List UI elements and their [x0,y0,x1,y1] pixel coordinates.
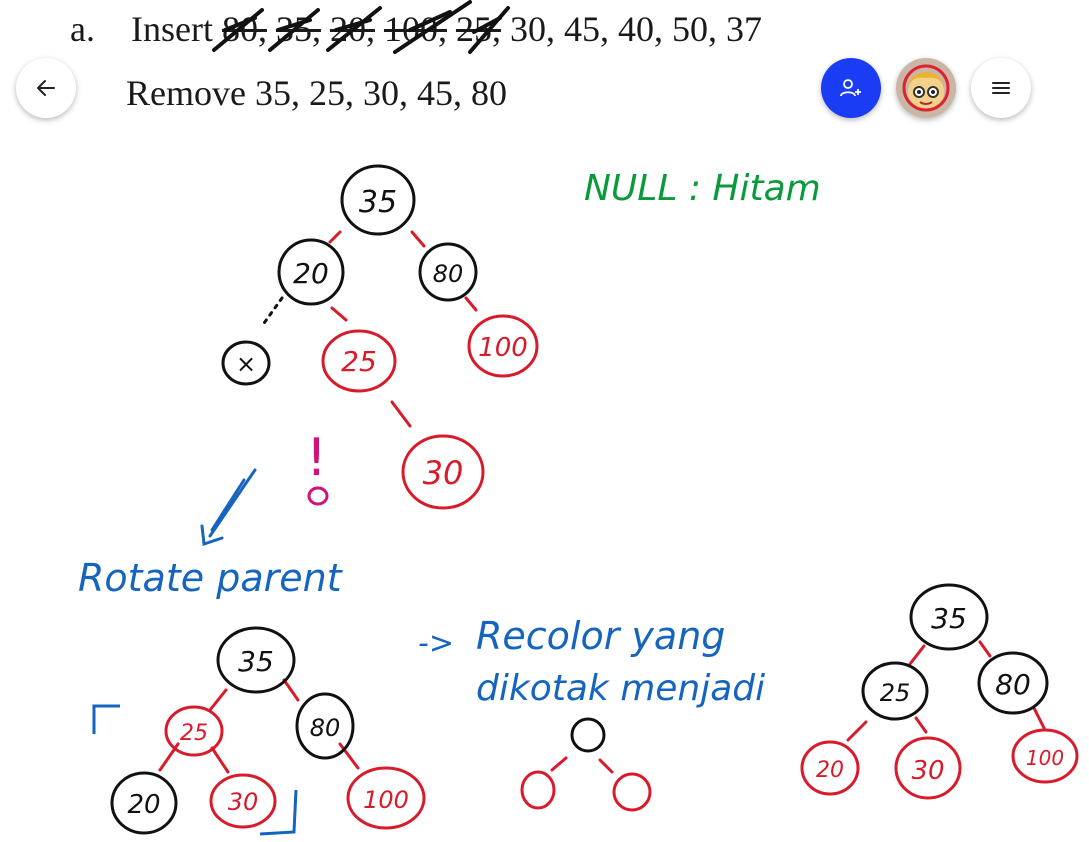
insert-prefix: Insert [130,9,213,49]
tree-node [570,717,606,753]
tree-node [977,651,1049,715]
menu-button[interactable] [971,58,1031,118]
tree-node-value: 25 [341,345,377,378]
edge [598,758,614,774]
tree-node-value: 30 [228,788,259,816]
corner-mark [92,704,120,734]
tree-node-value: 30 [911,756,944,786]
tree-node [221,340,271,386]
person-add-icon [840,79,861,97]
tree-node [520,770,556,810]
edge [328,230,342,244]
tree-node [800,740,860,796]
tree-node-value: 20 [293,257,329,290]
edge [330,306,348,322]
arrow-left-icon [37,80,55,96]
recolor-arrow: -> [418,626,454,661]
tree-node-value: 80 [310,714,341,742]
tree-node [110,771,178,835]
tree-node-value: 20 [127,790,160,820]
tree-node-value: 80 [995,668,1031,701]
tree-node-value: 100 [363,786,409,814]
avatar-image [896,58,956,118]
tree-node [340,164,416,236]
tree-node [295,692,355,760]
tree-node [164,705,224,757]
tree-node-value: 100 [1026,746,1064,770]
tree-node [418,242,478,302]
edge [908,644,926,666]
tree-node [894,736,962,800]
tree-node [346,766,426,830]
edge [914,716,928,734]
invite-user-button[interactable] [821,58,881,118]
tree-node [401,434,485,510]
exclaim-mark: ! [306,428,327,488]
tree-node [277,238,345,306]
edge [550,756,568,772]
insert-remaining-values: 30, 45, 40, 50, 37 [509,9,762,49]
tree-node [467,314,539,378]
tree-node-value: 100 [478,333,528,363]
recolor-note-line1: Recolor yang [476,614,726,658]
tree-node-value: 80 [433,260,464,288]
tree-node [209,773,277,829]
remove-line: Remove 35, 25, 30, 45, 80 [126,73,507,113]
tree-node-value: 35 [931,602,967,635]
rotate-note: Rotate parent [78,556,342,600]
edge [210,746,230,774]
edge [260,296,284,328]
recolor-note-line2: dikotak menjadi [476,668,766,709]
edge [846,720,868,742]
back-button[interactable] [16,58,76,118]
tree-node [612,772,652,812]
item-label: a. [70,9,95,49]
tree-node-value: 30 [423,454,464,492]
tree-node-value: 20 [816,758,844,783]
exclaim-dot [307,486,329,506]
tree-node-value: 35 [238,645,274,678]
tree-node-value: 25 [180,721,208,746]
edge [390,400,412,428]
edge [410,230,426,248]
edge [978,640,992,658]
avatar[interactable] [896,58,956,118]
down-arrow-icon [200,468,257,547]
tree-node-value: × [236,350,256,378]
null-note: NULL : Hitam [584,168,821,209]
tree-node [216,626,296,694]
edge [464,296,478,312]
hamburger-menu-icon [992,82,1010,94]
edge [208,688,228,712]
tree-node [861,661,929,721]
tree-node [1011,728,1079,784]
tree-node-value: 35 [359,185,397,220]
tree-node [321,329,397,393]
edge [1032,706,1046,730]
tree-node-value: 25 [880,679,911,707]
corner-mark [259,789,298,836]
tree-node [909,583,989,651]
edge [338,742,360,770]
edge [282,678,300,702]
